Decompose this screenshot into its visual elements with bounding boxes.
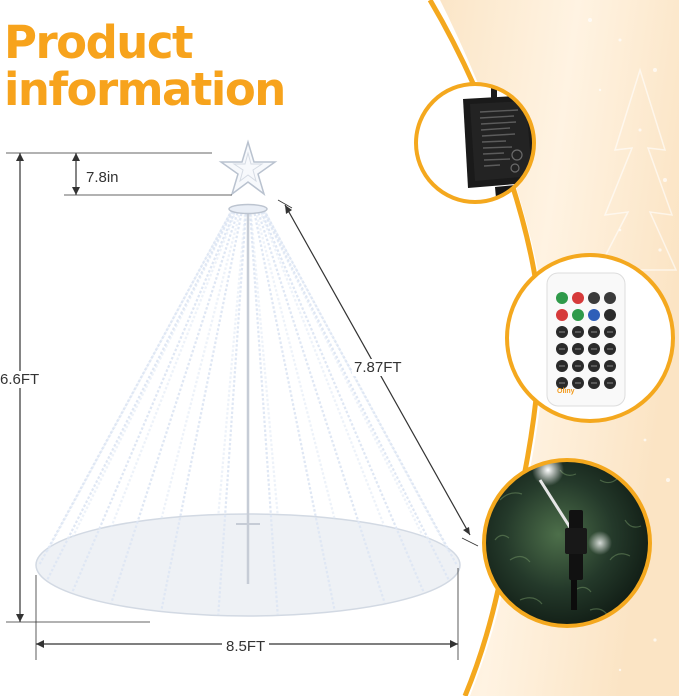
light-strand: [217, 205, 247, 516]
ground-stake-icon: [565, 510, 587, 610]
light-strand: [46, 208, 234, 552]
base-diameter-label: 8.5FT: [222, 638, 270, 655]
light-strand: [71, 207, 236, 539]
light-strand: [217, 213, 247, 615]
remote-control-icon: [546, 272, 626, 407]
tree-height-label: 6.6FT: [0, 371, 42, 388]
base-stake-cross: [236, 516, 260, 532]
grass-texture: [494, 469, 642, 617]
light-strand: [110, 206, 239, 528]
light-strands: [38, 205, 458, 615]
power-adapter-icon: [463, 84, 534, 202]
ground-stake-callout: [482, 458, 652, 628]
strand-length-label: 7.87FT: [352, 359, 404, 376]
light-strand: [253, 213, 336, 611]
light-strand: [260, 211, 425, 593]
light-strand: [257, 206, 386, 528]
light-strand: [260, 207, 425, 539]
remote-control-callout: [505, 253, 675, 423]
light-strand: [160, 206, 243, 520]
light-strand: [257, 212, 386, 604]
light-strand: [71, 211, 236, 593]
product-title-line-2: information: [4, 63, 286, 116]
top-ring: [228, 203, 268, 215]
light-strand: [253, 206, 336, 520]
remote-brand-label: Oliny: [557, 388, 575, 395]
topper-height-label: 7.8in: [86, 169, 119, 186]
bokeh-decoration: [588, 18, 670, 672]
light-strand: [249, 205, 279, 516]
power-adapter-callout: [414, 82, 536, 204]
light-strand: [262, 208, 450, 552]
product-title-line-1: Product: [4, 16, 194, 69]
light-strand: [110, 212, 239, 604]
star-topper-icon: [218, 139, 278, 196]
dimension-arrowheads: [16, 153, 470, 648]
light-strand: [160, 213, 243, 611]
light-tree: [35, 139, 461, 617]
light-strand: [249, 213, 279, 615]
